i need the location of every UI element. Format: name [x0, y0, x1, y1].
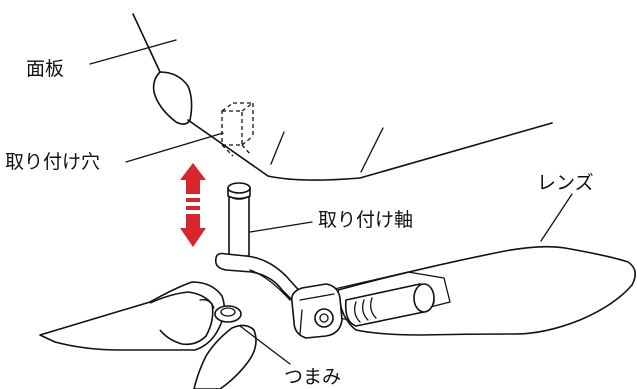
leader-panel — [89, 39, 177, 65]
leader-mount-hole — [125, 132, 224, 163]
mount-hole — [221, 102, 254, 157]
leader-lines — [89, 39, 573, 365]
label-panel: 面板 — [26, 58, 64, 80]
panel — [132, 13, 553, 181]
bracket-plate — [214, 252, 305, 301]
label-mount-hole: 取り付け穴 — [5, 151, 100, 173]
mount-shaft — [227, 182, 251, 260]
leader-mount-shaft — [249, 221, 313, 233]
leader-knob — [239, 325, 291, 365]
label-knob: つまみ — [284, 366, 341, 388]
hand — [39, 281, 257, 389]
insert-direction-arrow — [180, 163, 206, 247]
label-lens: レンズ — [537, 172, 594, 194]
leader-lens — [540, 193, 573, 242]
lens-assembly — [290, 245, 636, 339]
label-mount-shaft: 取り付け軸 — [318, 209, 413, 231]
